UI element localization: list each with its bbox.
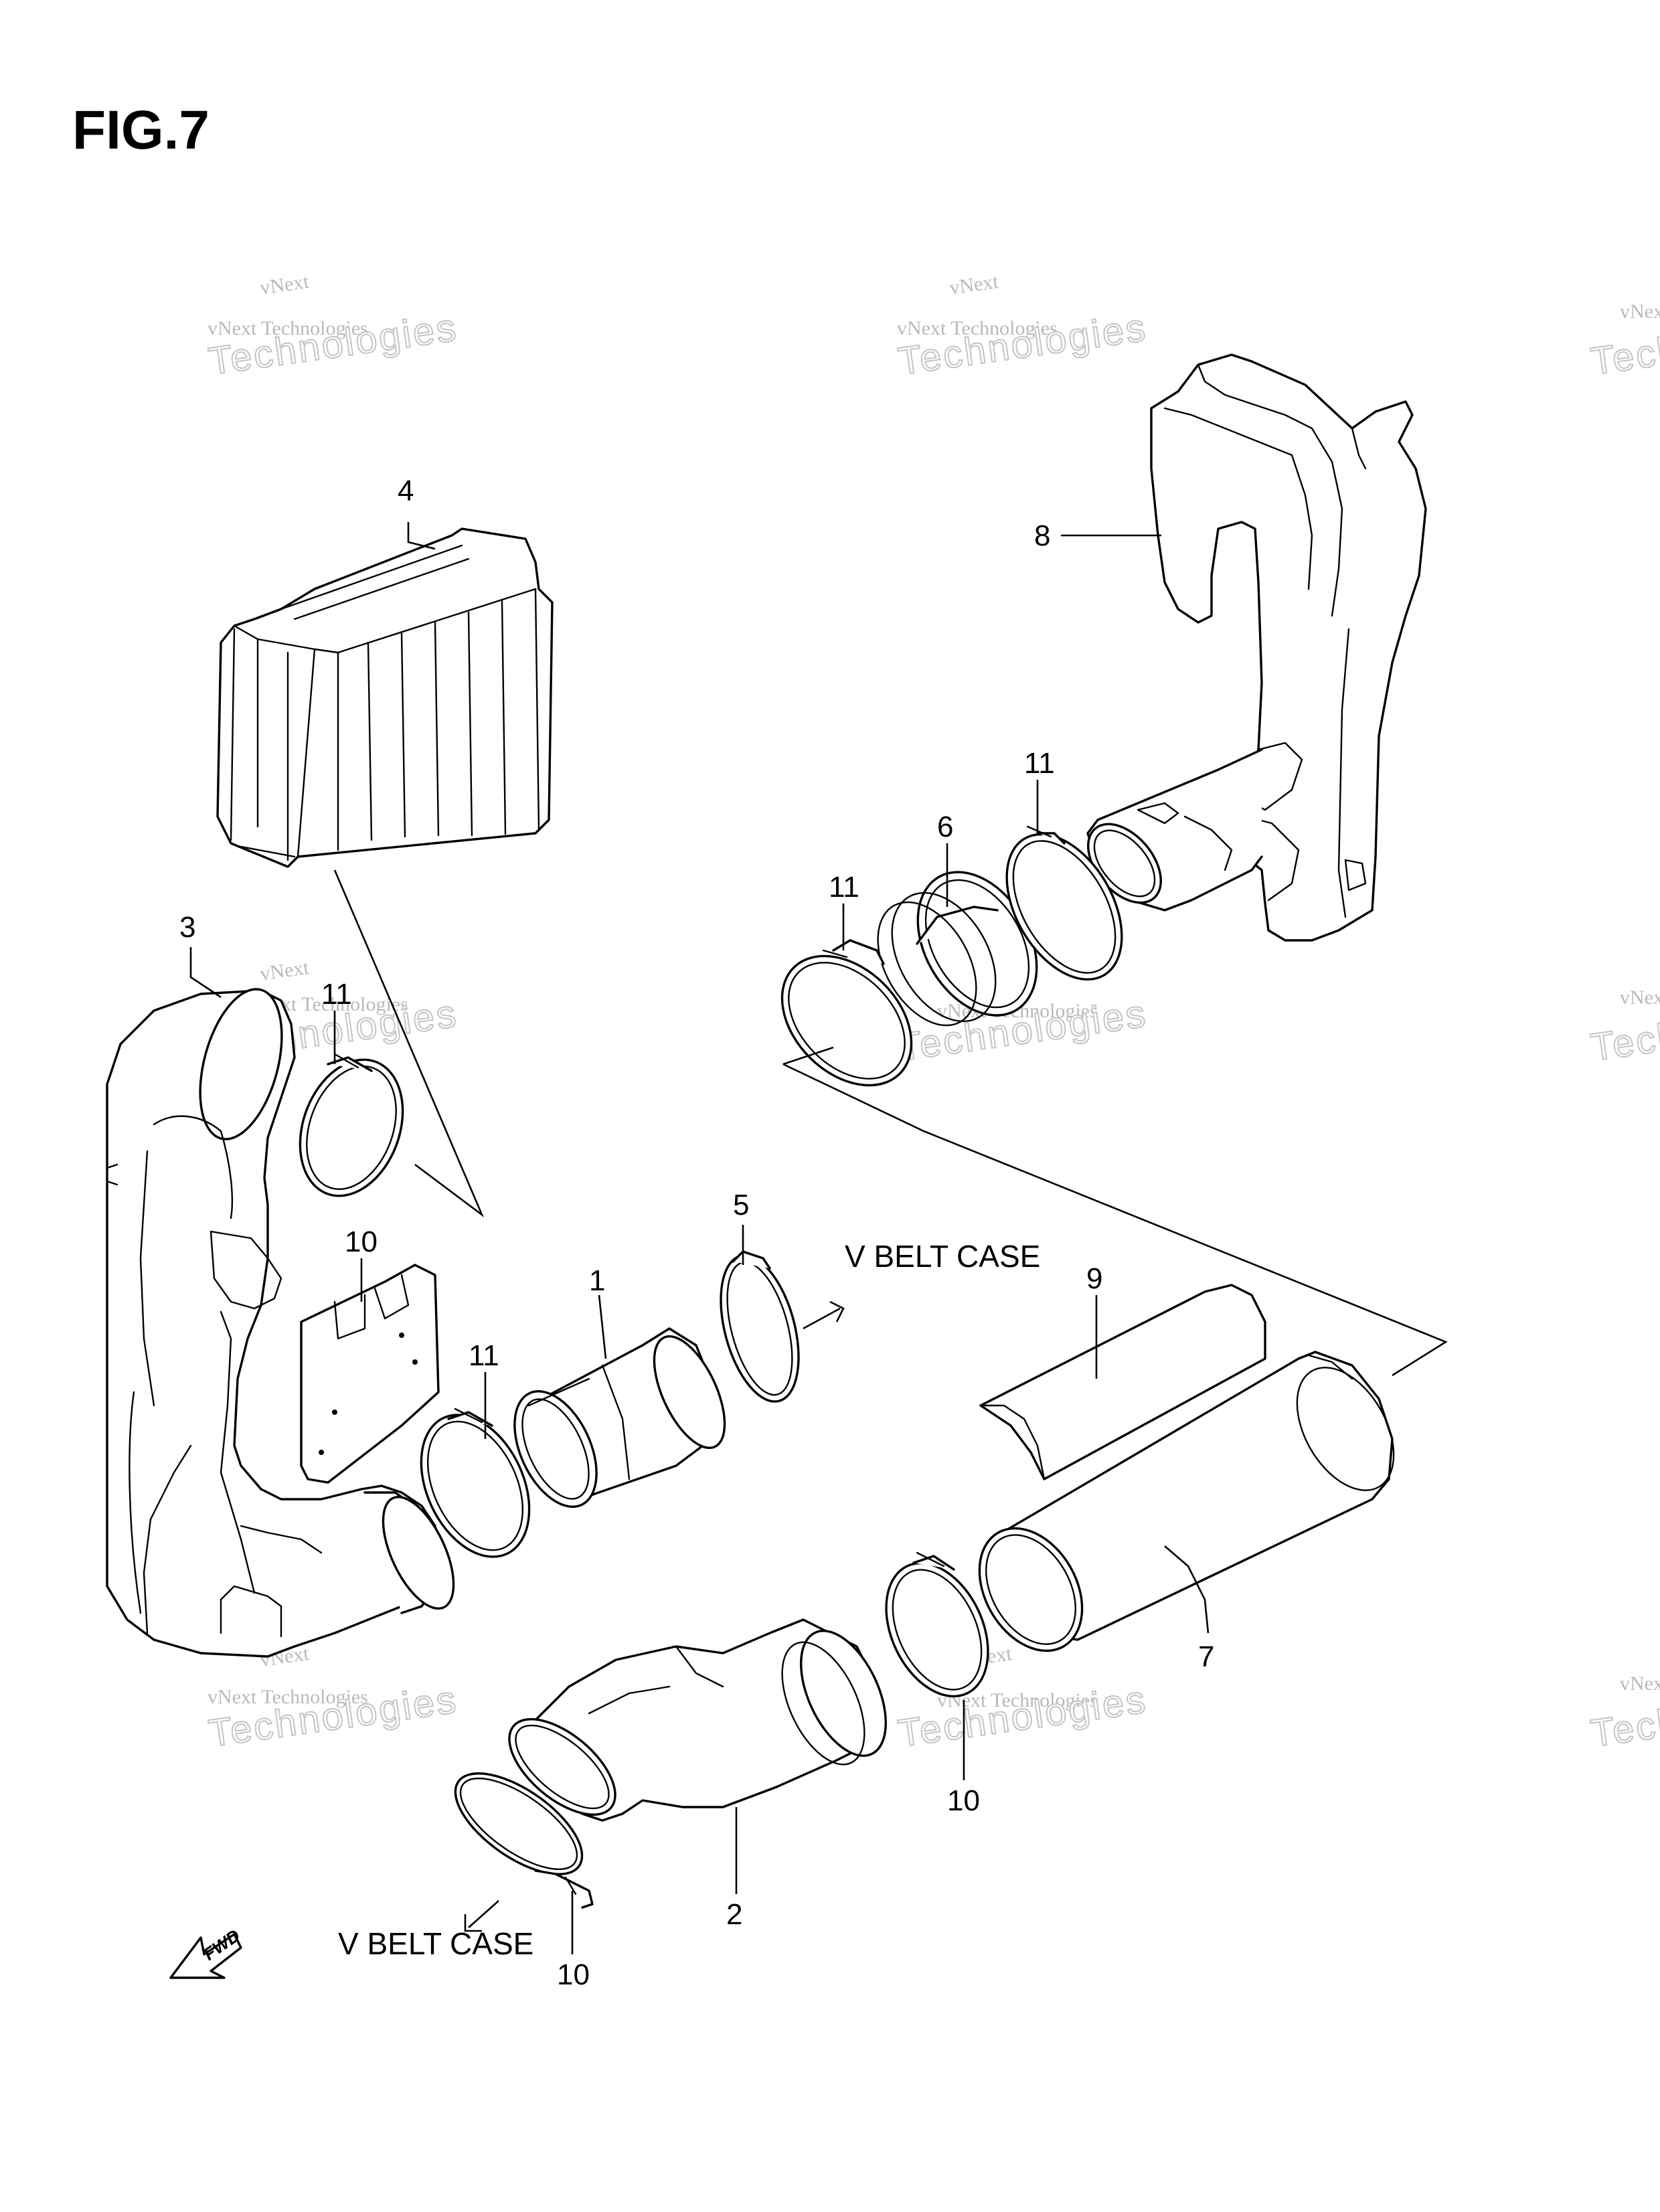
watermark-small-text: vNext Technologies [208,317,368,339]
v-belt-case-label-upper: V BELT CASE [845,1239,1040,1274]
watermark-small-text: vNext Technologies [208,1686,368,1708]
part-10-filter-plate [300,1264,440,1484]
watermark-top-text: vNext [258,270,311,299]
watermark: vNext Technologies Technologies [1588,1673,1660,1756]
callout-11-upper-right: 11 [1024,747,1055,780]
callout-9: 9 [1086,1262,1102,1295]
callout-labels: 4 8 3 11 10 11 1 5 11 6 11 9 7 10 2 10 [179,475,1214,1991]
callout-11-left: 11 [321,978,352,1011]
part-11-clamp-upper-right [1005,825,1123,981]
part-6-boot [877,871,1038,1027]
rivet-dot [412,1359,418,1365]
part-11-clamp-middle [420,1408,531,1558]
callout-11-upper-left: 11 [829,871,859,904]
part-5-clamp-ring [720,1250,800,1403]
part-10-clamp-right [885,1551,989,1698]
watermark-small-text: vNext Technologies [1620,987,1660,1009]
v-belt-case-label-lower: V BELT CASE [338,1926,533,1961]
watermark-top-text: vNext [948,270,1000,299]
part-1-connector-tube [513,1327,726,1508]
callout-11-middle: 11 [469,1339,499,1372]
watermark: vNext Technologies Technologies [1588,301,1660,384]
part-8-intake-duct [1086,353,1427,942]
callout-4: 4 [398,475,414,507]
callout-10-bottom: 10 [557,1958,590,1991]
part-4-air-cleaner-cover [216,527,554,868]
rivet-dot [319,1450,324,1455]
callout-6: 6 [937,811,953,843]
watermark: vNext vNext Technologies Technologies [895,270,1151,384]
figure-title: FIG.7 [72,100,210,161]
watermark-small-text: vNext Technologies [1620,1673,1660,1695]
watermark-top-text: vNext [258,956,311,985]
watermark-small-text: vNext Technologies [897,317,1058,339]
callout-10-filter: 10 [345,1225,378,1258]
watermark-small-text: vNext Technologies [1620,301,1660,323]
watermark: vNext vNext Technologies Technologies [205,1642,461,1756]
callout-3: 3 [179,911,195,944]
fwd-arrow: FWD [169,1925,244,1979]
part-3-filter-case [106,988,455,1658]
part-11-clamp-upper-left [780,939,913,1087]
rivet-dot [332,1410,337,1415]
part-10-clamp-bottom [454,1772,594,1909]
leader-lines [189,522,1448,1954]
callout-10-right: 10 [947,1784,980,1817]
rivet-dot [399,1333,404,1338]
watermark: vNext vNext Technologies Technologies [205,270,461,384]
part-9-half-shield [979,1284,1266,1480]
callout-7: 7 [1198,1640,1214,1673]
callout-1: 1 [589,1264,605,1297]
callout-2: 2 [726,1898,742,1931]
callout-5: 5 [733,1189,749,1221]
part-11-clamp-left [299,1053,404,1197]
callout-8: 8 [1034,519,1050,552]
part-7-long-tube [978,1351,1395,1652]
watermark: vNext Technologies Technologies [1588,987,1660,1070]
part-2-s-duct [508,1618,888,1822]
